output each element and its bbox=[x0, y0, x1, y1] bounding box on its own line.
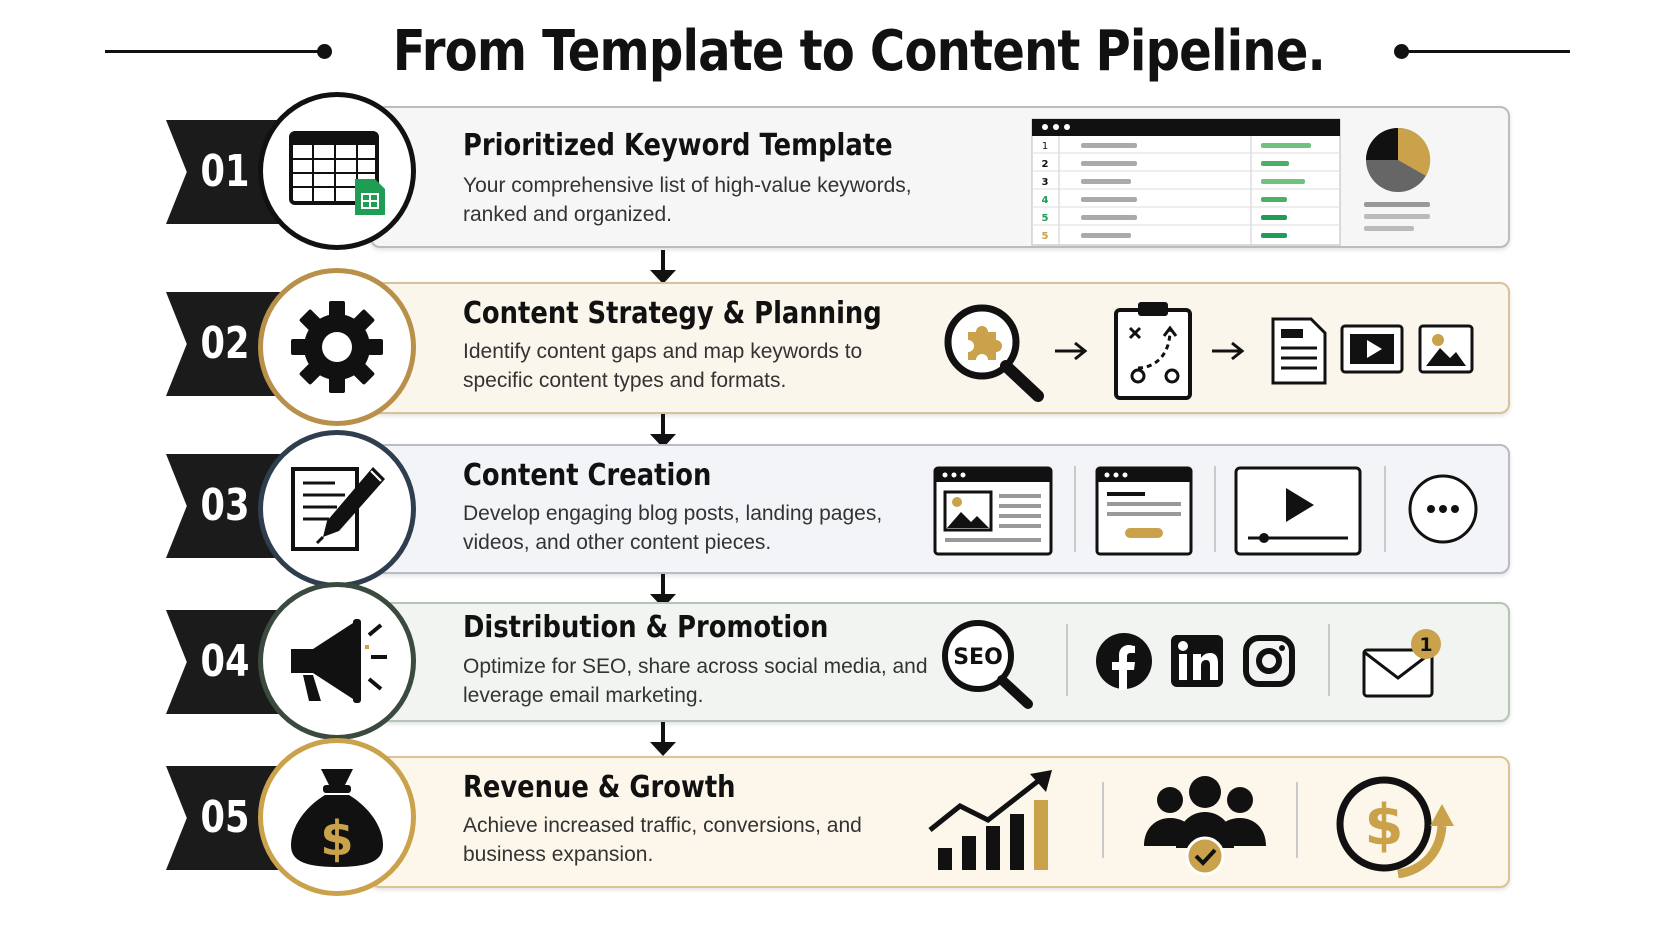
facebook-icon bbox=[1096, 633, 1152, 690]
row-number-6: 5 bbox=[1042, 231, 1049, 242]
step-2-number: 02 bbox=[200, 318, 250, 369]
gear-icon bbox=[291, 301, 383, 393]
visual-separator bbox=[1296, 782, 1298, 858]
clipboard-plan-icon bbox=[1114, 302, 1192, 400]
step-1-icon-circle bbox=[258, 92, 416, 250]
page-title: From Template to Content Pipeline. bbox=[392, 19, 1326, 84]
step-3-icon-circle bbox=[258, 430, 416, 588]
step-4-description: Optimize for SEO, share across social me… bbox=[463, 655, 928, 707]
audience-check-icon bbox=[1144, 776, 1266, 876]
step-3-number: 03 bbox=[200, 480, 250, 531]
step-4-icon-circle bbox=[258, 582, 416, 740]
linkedin-icon bbox=[1171, 635, 1223, 687]
email-icon: 1 bbox=[1362, 629, 1441, 698]
instagram-icon bbox=[1243, 635, 1295, 687]
pie-chart-icon bbox=[1364, 127, 1431, 231]
visual-separator bbox=[1102, 782, 1104, 858]
step-3-heading: Content Creation bbox=[463, 458, 712, 493]
step-2: 02 Content Strategy & Planning Identify … bbox=[0, 268, 1672, 426]
seo-search-icon: SEO bbox=[942, 620, 1033, 709]
money-bag-symbol: $ bbox=[320, 811, 353, 867]
step-5-description: Achieve increased traffic, conversions, … bbox=[463, 814, 862, 866]
title-dot-right bbox=[1394, 44, 1409, 59]
seo-label: SEO bbox=[953, 645, 1003, 670]
step-3-description: Develop engaging blog posts, landing pag… bbox=[463, 502, 883, 554]
step-1-description: Your comprehensive list of high-value ke… bbox=[463, 174, 912, 226]
step-4: 04 Distribution & Promotion Optimize for… bbox=[0, 582, 1672, 740]
step-4-number: 04 bbox=[200, 636, 250, 687]
visual-separator bbox=[1328, 624, 1330, 696]
blog-post-icon bbox=[933, 466, 1053, 556]
keyword-rows bbox=[1032, 143, 1340, 238]
step-2-icon-circle bbox=[258, 268, 416, 426]
spreadsheet-preview: 1 2 3 4 5 5 bbox=[1031, 118, 1341, 246]
row-number-5: 5 bbox=[1042, 213, 1049, 224]
visual-separator bbox=[1066, 624, 1068, 696]
spreadsheet-icon bbox=[289, 131, 385, 215]
image-icon bbox=[1418, 324, 1474, 374]
step-1-heading: Prioritized Keyword Template bbox=[463, 128, 893, 163]
dollar-symbol: $ bbox=[1365, 793, 1404, 858]
step-1: 01 Prioritized Keyword Template Your com… bbox=[0, 92, 1672, 250]
step-5-heading: Revenue & Growth bbox=[463, 770, 736, 805]
landing-page-icon bbox=[1095, 466, 1193, 556]
visual-separator bbox=[1214, 466, 1216, 552]
step-1-number: 01 bbox=[200, 146, 250, 197]
step-2-heading: Content Strategy & Planning bbox=[463, 296, 882, 331]
step-4-heading: Distribution & Promotion bbox=[463, 610, 829, 645]
money-bag-icon: $ bbox=[291, 769, 383, 867]
title-rule-right bbox=[1405, 50, 1570, 53]
growth-chart-icon bbox=[928, 770, 1052, 870]
flow-arrow-2 bbox=[650, 414, 676, 448]
video-player-icon bbox=[1234, 466, 1362, 556]
flow-arrow-1 bbox=[650, 250, 676, 284]
step-4-panel bbox=[370, 602, 1510, 722]
step-3: 03 Content Creation Develop engaging blo… bbox=[0, 430, 1672, 588]
row-number-4: 4 bbox=[1042, 195, 1049, 206]
step-5-number: 05 bbox=[200, 792, 250, 843]
title-dot-left bbox=[317, 44, 332, 59]
step-2-description: Identify content gaps and map keywords t… bbox=[463, 340, 863, 392]
document-icon bbox=[1271, 317, 1327, 385]
video-icon bbox=[1340, 324, 1404, 374]
flow-arrow-4 bbox=[650, 722, 676, 756]
arrow-right-icon bbox=[1055, 341, 1088, 361]
more-icon bbox=[1408, 474, 1478, 544]
flow-arrow-3 bbox=[650, 574, 676, 608]
row-number-3: 3 bbox=[1042, 177, 1049, 188]
visual-separator bbox=[1074, 466, 1076, 552]
megaphone-icon bbox=[291, 619, 387, 703]
arrow-right-icon bbox=[1212, 341, 1245, 361]
step-5: 05 $ Revenue & Growth Achieve increased … bbox=[0, 738, 1672, 896]
dollar-refresh-icon: $ bbox=[1336, 776, 1454, 878]
pen-document-icon bbox=[291, 467, 385, 551]
email-badge-count: 1 bbox=[1419, 634, 1432, 656]
title-rule-left bbox=[105, 50, 320, 53]
step-5-icon-circle: $ bbox=[258, 738, 416, 896]
puzzle-search-icon bbox=[944, 304, 1044, 402]
row-number-2: 2 bbox=[1042, 159, 1049, 170]
visual-separator bbox=[1384, 466, 1386, 552]
row-number-1: 1 bbox=[1042, 141, 1048, 152]
